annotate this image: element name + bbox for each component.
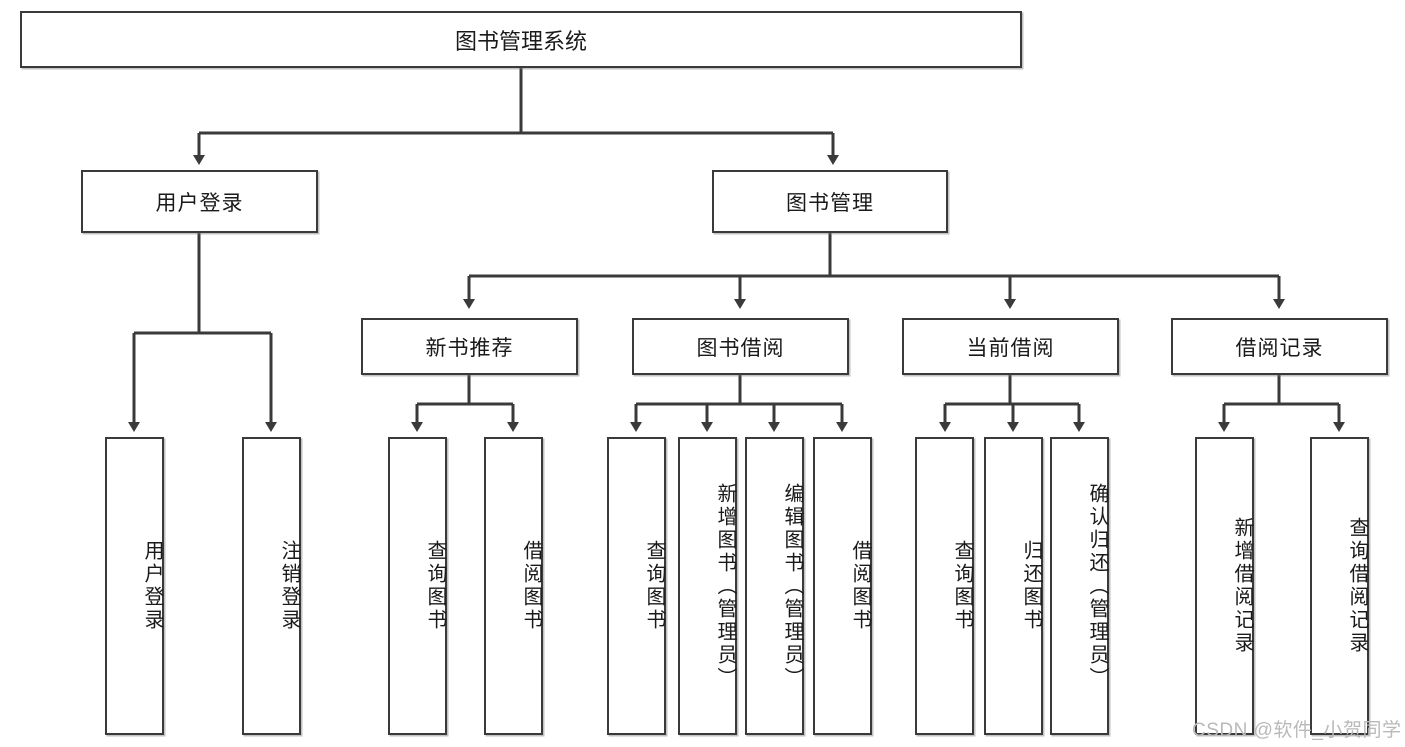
node-label: 新增借阅记录 [1231, 517, 1253, 655]
node-label: 新增图书（管理员） [714, 482, 736, 690]
node-label: 新书推荐 [425, 336, 514, 360]
node-label: 图书管理 [786, 191, 874, 215]
node-label: 查询借阅记录 [1346, 517, 1368, 655]
leaf-current-confirm-return-admin[interactable]: 确认归还（管理员） [1050, 437, 1109, 735]
leaf-current-return-book[interactable]: 归还图书 [984, 437, 1043, 735]
node-label: 用户登录 [141, 540, 163, 632]
leaf-recommend-borrow-book[interactable]: 借阅图书 [484, 437, 543, 735]
node-current-borrow[interactable]: 当前借阅 [902, 318, 1119, 375]
node-label: 查询图书 [424, 540, 446, 632]
leaf-user-login-logout[interactable]: 注销登录 [242, 437, 301, 735]
node-label: 图书管理系统 [454, 28, 587, 54]
leaf-borrow-borrow-book[interactable]: 借阅图书 [813, 437, 872, 735]
leaf-record-add-record[interactable]: 新增借阅记录 [1195, 437, 1254, 735]
node-label: 借阅记录 [1235, 336, 1324, 360]
leaf-borrow-edit-book-admin[interactable]: 编辑图书（管理员） [745, 437, 804, 735]
watermark-label: CSDN @软件_小贺同学 [1192, 720, 1402, 741]
leaf-recommend-query-book[interactable]: 查询图书 [388, 437, 447, 735]
node-borrow-record[interactable]: 借阅记录 [1171, 318, 1388, 375]
node-label: 用户登录 [155, 191, 244, 215]
leaf-current-query-book[interactable]: 查询图书 [915, 437, 974, 735]
node-label: 借阅图书 [849, 540, 871, 632]
node-label: 当前借阅 [966, 336, 1055, 360]
node-label: 确认归还（管理员） [1086, 482, 1108, 690]
node-book-borrow[interactable]: 图书借阅 [632, 318, 849, 375]
leaf-user-login-login[interactable]: 用户登录 [105, 437, 164, 735]
leaf-record-query-record[interactable]: 查询借阅记录 [1310, 437, 1369, 735]
node-label: 注销登录 [278, 540, 300, 632]
node-new-book-recommend[interactable]: 新书推荐 [361, 318, 578, 375]
node-label: 查询图书 [951, 540, 973, 632]
node-label: 归还图书 [1020, 540, 1042, 632]
node-root-system[interactable]: 图书管理系统 [20, 11, 1022, 68]
node-label: 查询图书 [643, 540, 665, 632]
leaf-borrow-query-book[interactable]: 查询图书 [607, 437, 666, 735]
node-label: 借阅图书 [520, 540, 542, 632]
node-label: 编辑图书（管理员） [781, 482, 803, 690]
node-label: 图书借阅 [696, 336, 785, 360]
node-user-login[interactable]: 用户登录 [81, 170, 318, 233]
node-book-management[interactable]: 图书管理 [712, 170, 948, 233]
leaf-borrow-add-book-admin[interactable]: 新增图书（管理员） [678, 437, 737, 735]
